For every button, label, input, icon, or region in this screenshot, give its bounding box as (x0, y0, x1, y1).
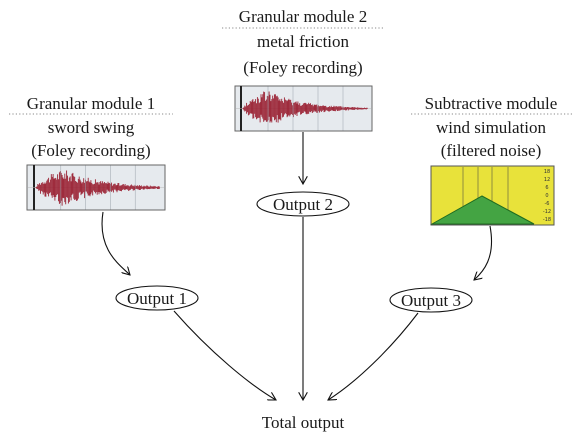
output-1-node: Output 1 (115, 285, 199, 311)
module-2-label: Granular module 2 metal friction (Foley … (222, 7, 385, 77)
arrow-module-1-to-output-1 (101, 211, 130, 275)
output-1-ellipse (115, 285, 199, 311)
module-1-label: Granular module 1 sword swing (Foley rec… (9, 94, 173, 160)
module-3-source: (filtered noise) (441, 141, 542, 160)
module-3-description: wind simulation (436, 118, 547, 137)
filter-scale-label: -18 (543, 217, 551, 223)
waveform-thumbnail-2 (234, 85, 373, 132)
output-1-label: Output 1 (127, 289, 187, 308)
filter-thumbnail: 18 12 6 0 -6 -12 -18 (430, 165, 555, 226)
arrow-output-1-to-total (173, 310, 276, 400)
module-1-description: sword swing (48, 118, 135, 137)
filter-scale-label: 18 (544, 169, 550, 175)
module-2-source: (Foley recording) (243, 58, 362, 77)
waveform-thumbnail-1 (26, 164, 166, 211)
module-3-label: Subtractive module wind simulation (filt… (411, 94, 573, 160)
total-output-label: Total output (262, 413, 345, 432)
arrow-output-3-to-total (328, 312, 419, 400)
output-3-node: Output 3 (389, 287, 473, 313)
filter-scale-label: 12 (544, 177, 550, 183)
output-2-ellipse (256, 191, 350, 217)
filter-scale-label: 0 (545, 193, 548, 199)
module-1-source: (Foley recording) (31, 141, 150, 160)
filter-scale: 18 12 6 0 -6 -12 -18 (543, 169, 551, 223)
output-3-ellipse (389, 287, 473, 313)
module-3-title: Subtractive module (425, 94, 558, 113)
output-3-label: Output 3 (401, 291, 461, 310)
module-1-title: Granular module 1 (27, 94, 155, 113)
filter-scale-label: 6 (545, 185, 548, 191)
module-2-description: metal friction (257, 32, 350, 51)
module-2-title: Granular module 2 (239, 7, 367, 26)
filter-band-shape (430, 195, 535, 225)
filter-scale-label: -6 (545, 201, 550, 207)
output-2-label: Output 2 (273, 195, 333, 214)
output-2-node: Output 2 (256, 191, 350, 217)
arrow-module-3-to-output-3 (474, 225, 492, 280)
waveform-2 (242, 86, 368, 131)
filter-scale-label: -12 (543, 209, 551, 215)
waveform-1 (35, 165, 160, 210)
